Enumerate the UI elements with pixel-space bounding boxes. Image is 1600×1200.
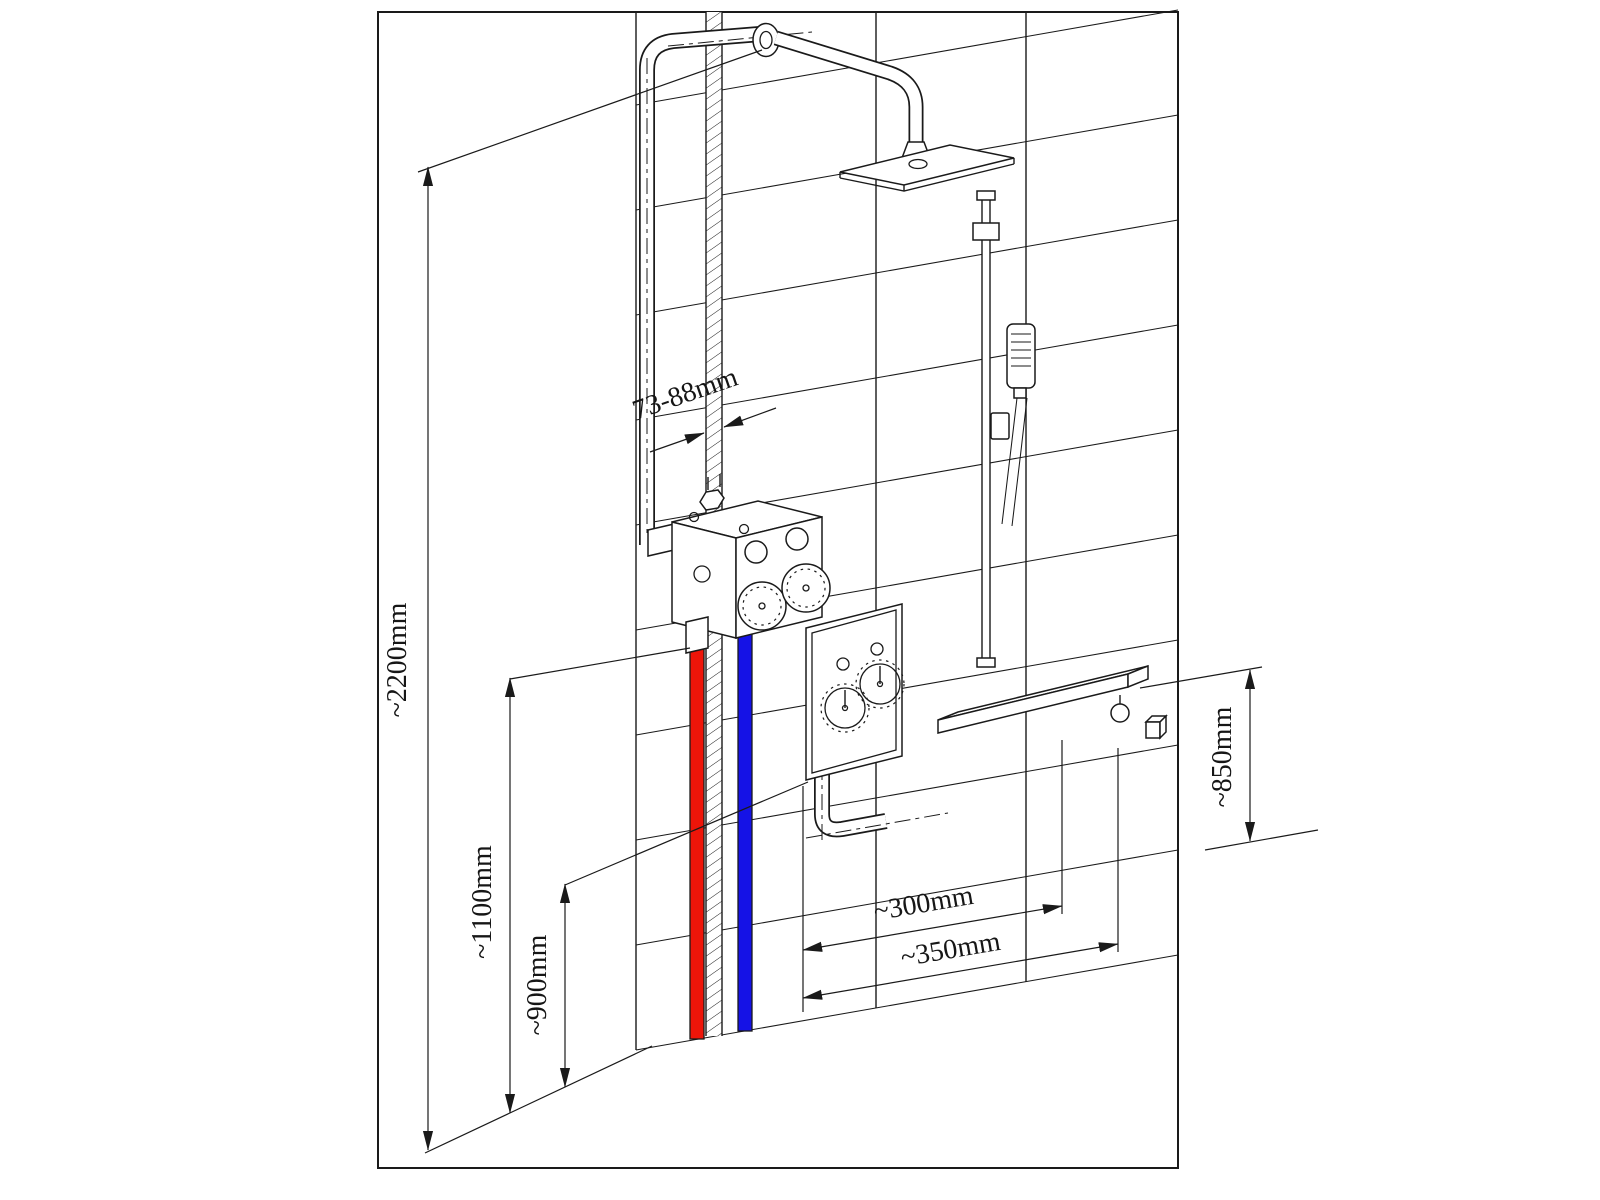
rain-shower-head: [839, 141, 1015, 192]
wall-tile-lines: [635, 9, 1179, 1051]
hand-shower-holder: [990, 412, 1010, 440]
ext-900-top: [564, 781, 809, 886]
valve-bottom-stub: [685, 616, 709, 654]
valve-knob-1: [737, 581, 787, 631]
shower-arm: [773, 30, 924, 144]
slide-bar-wall-bracket: [972, 222, 1000, 241]
trim-screw-2: [870, 642, 884, 656]
ext-2200-top: [417, 49, 763, 173]
ext-floor-left: [424, 1045, 653, 1154]
trim-plate: [805, 603, 905, 781]
valve-cartridge-2: [785, 527, 809, 551]
valve-top-nut: [699, 489, 725, 511]
diverter-valve-box: [1144, 714, 1168, 740]
hand-shower: [1001, 323, 1036, 527]
trim-dial-flow: [855, 659, 905, 709]
hot-water-supply-pipe: [689, 645, 705, 1040]
ext-850-bottom: [1204, 829, 1319, 851]
valve-knob-2: [781, 563, 831, 613]
slide-bar: [972, 190, 1010, 668]
valve-left-inlet: [647, 523, 675, 557]
leader-7388-right: [723, 407, 777, 428]
slide-bar-top-cap: [976, 190, 996, 201]
dim-label-valve-height: ~1100mm: [467, 845, 498, 959]
hose-line-left: [1001, 397, 1018, 525]
valve-port: [693, 565, 711, 583]
valve-screw: [688, 511, 700, 523]
trim-dial-temperature: [820, 683, 870, 733]
mixer-valve-body: [647, 474, 831, 654]
dim-label-overall-height: ~2200mm: [382, 602, 413, 717]
outlet-elbow-pipe: [805, 764, 949, 842]
ext-850-top: [1139, 666, 1263, 689]
dim-label-outlet-height: ~900mm: [522, 934, 553, 1035]
hose-line-right: [1011, 397, 1028, 527]
shower-arm-flange: [752, 22, 780, 58]
head-center-cap: [908, 158, 928, 170]
trim-screw-1: [836, 657, 850, 671]
leader-7388-left: [649, 432, 705, 453]
dim-label-shelf-height: ~850mm: [1207, 706, 1238, 807]
slide-bar-bottom-cap: [976, 657, 996, 668]
dimline-350: [802, 942, 1119, 1000]
cold-water-supply-pipe: [737, 633, 753, 1032]
ext-1100-top: [509, 647, 691, 680]
valve-cartridge-1: [744, 540, 768, 564]
diverter-knob: [1110, 703, 1130, 723]
valve-screw: [738, 523, 750, 535]
shelf: [937, 664, 1168, 740]
hand-shower-stem: [1013, 387, 1027, 399]
